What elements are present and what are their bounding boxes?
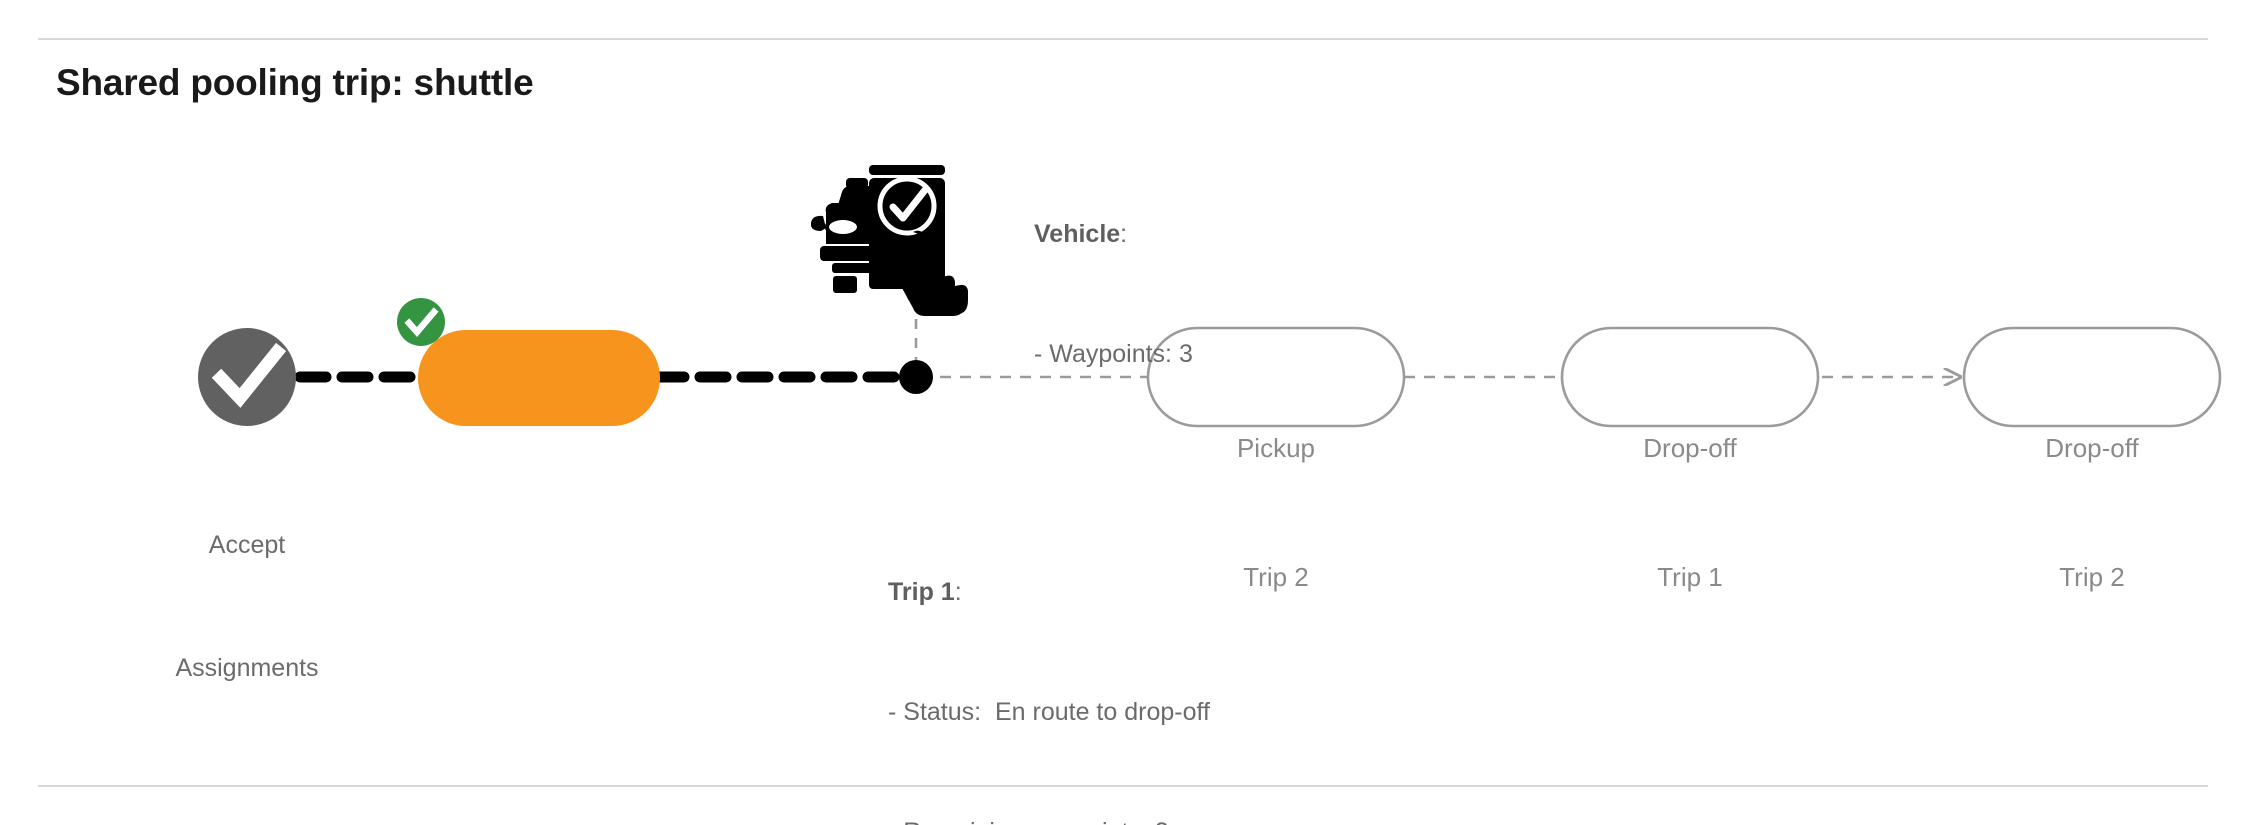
vehicle-info-heading-label: Vehicle: [1034, 220, 1121, 248]
node-pickup-trip-1[interactable]: [418, 330, 660, 426]
node-dropoff-trip-1[interactable]: [1560, 326, 1820, 428]
car-phone-check-icon: [810, 165, 968, 316]
start-node-accept-assignments[interactable]: [198, 328, 296, 426]
divider-bottom: [38, 785, 2208, 787]
vehicle-marker-dot: [899, 360, 933, 394]
check-circle-icon-mark: [211, 342, 287, 408]
node-pickup-trip-2[interactable]: [1146, 326, 1406, 428]
node-pickup-trip-2-shape: [1146, 326, 1406, 428]
node-dropoff-trip-2-shape: [1962, 326, 2222, 428]
trip1-status: - Status: En route to drop-off: [888, 698, 1210, 726]
start-node-caption: Accept Assignments: [127, 443, 367, 771]
start-node-caption-line1: Accept: [208, 531, 286, 559]
trip1-waypoints: - Remaining waypoints: 2: [888, 812, 1210, 825]
trip1-heading-suffix: :: [954, 578, 962, 606]
start-node-caption-line2: Assignments: [175, 654, 319, 682]
green-check-badge-mark: [404, 307, 439, 337]
green-check-badge-bg: [397, 298, 445, 346]
trip-info-block: Trip 1: - Status: En route to drop-off -…: [888, 492, 1210, 825]
trip1-heading: Trip 1:: [888, 572, 1210, 612]
page-title: Shared pooling trip: shuttle: [56, 62, 534, 103]
node-pickup-trip-1-shape: [418, 330, 660, 426]
vehicle-info-heading-suffix: :: [1120, 220, 1128, 248]
node-dropoff-trip-1-shape: [1560, 326, 1820, 428]
trip1-heading-label: Trip 1: [888, 578, 955, 606]
node-dropoff-trip-2[interactable]: [1962, 326, 2222, 428]
vehicle-info-heading: Vehicle:: [1034, 214, 1193, 254]
green-check-badge: [397, 298, 445, 346]
vehicle-info-waypoints: - Waypoints: 3: [1034, 340, 1193, 368]
vehicle-info-block: Vehicle: - Waypoints: 3: [1034, 134, 1193, 454]
divider-top: [38, 38, 2208, 40]
